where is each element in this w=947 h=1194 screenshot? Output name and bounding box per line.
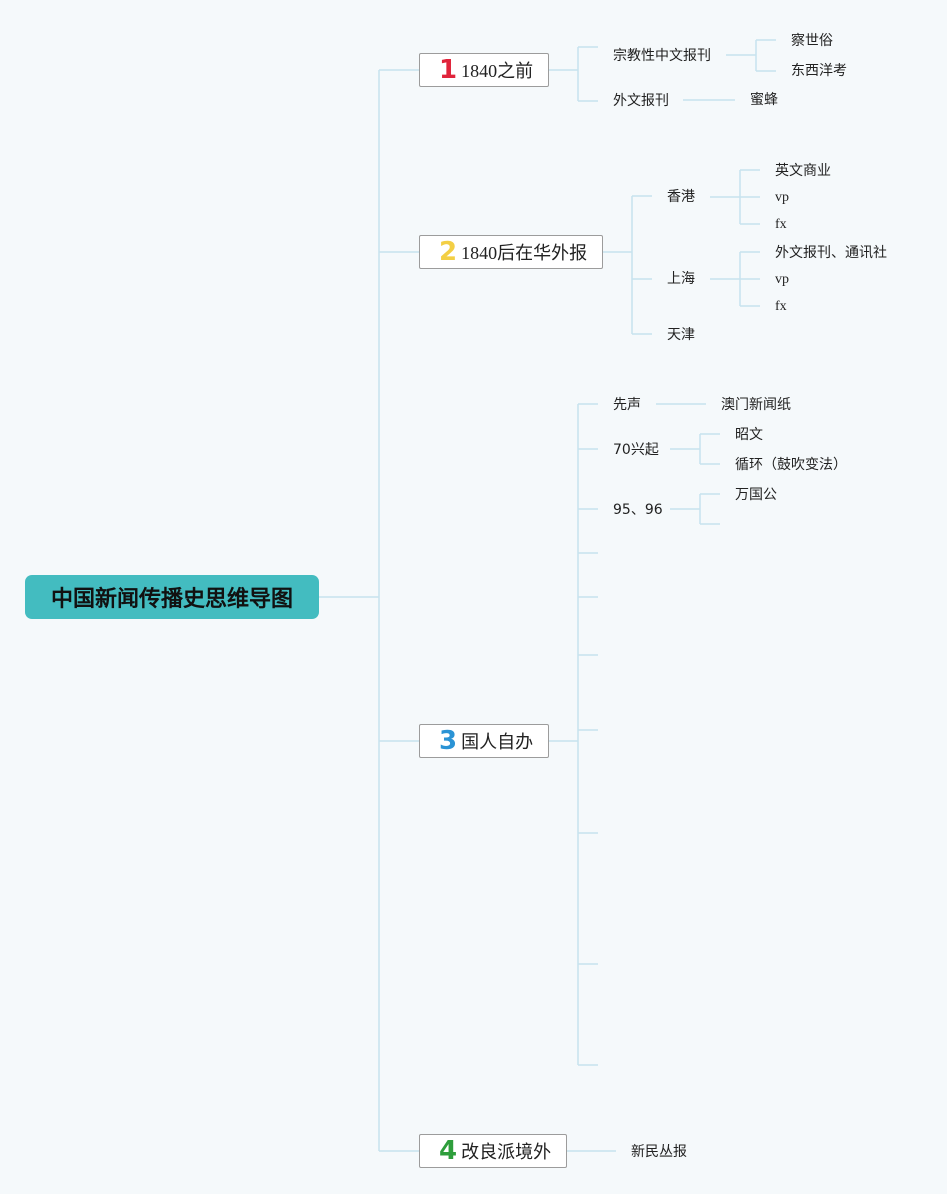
- root-topic[interactable]: 中国新闻传播史思维导图: [25, 575, 319, 619]
- branch-domestic-press[interactable]: 3 国人自办: [419, 724, 549, 758]
- node-hk-english-commercial[interactable]: 英文商业: [775, 163, 831, 179]
- node-macau-newspaper[interactable]: 澳门新闻纸: [721, 397, 791, 413]
- number-3-icon: 3: [439, 726, 458, 756]
- node-sh-fx[interactable]: fx: [775, 299, 787, 314]
- number-4-icon: 4: [439, 1136, 458, 1166]
- node-70s-rise[interactable]: 70兴起: [613, 442, 659, 458]
- node-dongxiyangkao[interactable]: 东西洋考: [791, 63, 847, 79]
- branch-label: 国人自办: [461, 732, 534, 752]
- node-foreign-language-press[interactable]: 外文报刊: [613, 93, 669, 109]
- node-shanghai[interactable]: 上海: [667, 271, 695, 287]
- branch-label: 1840之前: [461, 61, 534, 81]
- node-95-96[interactable]: 95、96: [613, 502, 663, 518]
- branch-label: 1840后在华外报: [461, 243, 588, 263]
- node-sh-foreign-press-agency[interactable]: 外文报刊、通讯社: [775, 245, 887, 261]
- node-tianjin[interactable]: 天津: [667, 327, 695, 343]
- branch-1840-after-foreign[interactable]: 2 1840后在华外报: [419, 235, 603, 269]
- node-chashisu[interactable]: 察世俗: [791, 33, 833, 49]
- branch-1840-before[interactable]: 1 1840之前: [419, 53, 549, 87]
- node-religious-chinese-press[interactable]: 宗教性中文报刊: [613, 48, 711, 64]
- number-1-icon: 1: [439, 55, 458, 85]
- node-xunhuan[interactable]: 循环（鼓吹变法）: [735, 457, 847, 473]
- node-mifeng[interactable]: 蜜蜂: [750, 92, 778, 108]
- node-xinmin-congbao[interactable]: 新民丛报: [631, 1144, 687, 1160]
- node-hongkong[interactable]: 香港: [667, 189, 695, 205]
- node-sh-vp[interactable]: vp: [775, 272, 789, 287]
- branch-reformists-abroad[interactable]: 4 改良派境外: [419, 1134, 567, 1168]
- node-zhaowen[interactable]: 昭文: [735, 427, 763, 443]
- node-xiansheng[interactable]: 先声: [613, 397, 641, 413]
- node-wanguogong[interactable]: 万国公: [735, 487, 777, 503]
- node-hk-vp[interactable]: vp: [775, 190, 789, 205]
- node-hk-fx[interactable]: fx: [775, 217, 787, 232]
- branch-label: 改良派境外: [461, 1142, 552, 1162]
- number-2-icon: 2: [439, 237, 458, 267]
